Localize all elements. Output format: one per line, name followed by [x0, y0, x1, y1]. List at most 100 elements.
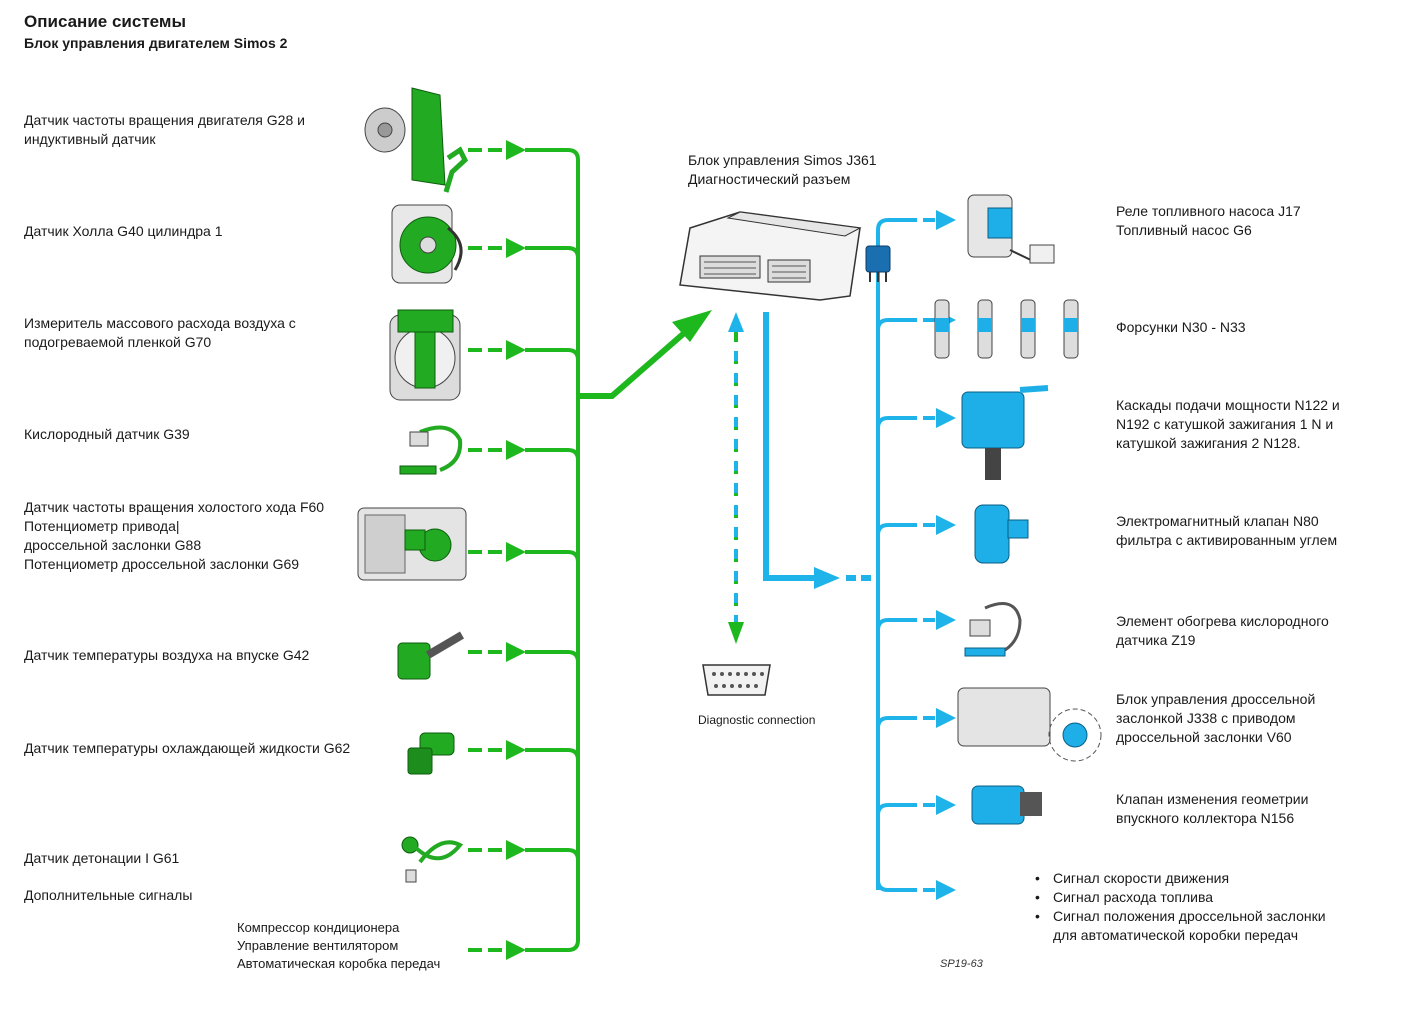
output-bus-line	[876, 218, 905, 890]
label-line: Датчик частоты вращения двигателя G28 и	[24, 112, 305, 128]
knock-sensor-icon	[401, 836, 464, 883]
diagnostic-link	[728, 312, 744, 644]
input-label-oxygen-sensor: Кислородный датчик G39	[24, 425, 190, 444]
figure-code: SP19-63	[940, 958, 983, 970]
label-line: катушкой зажигания 2 N128.	[1116, 435, 1301, 451]
input-to-ecu-line	[578, 325, 692, 399]
engine-speed-sensor-icon	[364, 87, 469, 193]
label-line: N192 с катушкой зажигания 1 N и	[1116, 416, 1334, 432]
ecu-label: Блок управления Simos J361 Диагностическ…	[688, 151, 877, 189]
output-label-carbon-valve: Электромагнитный клапан N80 фильтра с ак…	[1116, 512, 1337, 550]
input-label-coolant-temp: Датчик температуры охлаждающей жидкости …	[24, 739, 350, 758]
input-join-2	[525, 246, 580, 259]
output-join-5	[876, 618, 905, 631]
label-line: Датчик температуры воздуха на впуске G42	[24, 647, 310, 663]
label-line: Датчик частоты вращения холостого хода F…	[24, 499, 325, 515]
output-join-4	[876, 523, 905, 536]
input-label-additional-signals: Дополнительные сигналы	[24, 886, 192, 905]
mass-air-flow-meter-icon	[389, 309, 461, 401]
label-line: Элемент обогрева кислородного	[1116, 613, 1329, 629]
label-line: Компрессор кондиционера	[237, 920, 400, 935]
label-line: Автоматическая коробка передач	[237, 956, 441, 971]
label-line: Клапан изменения геометрии	[1116, 791, 1309, 807]
output-label-fuel-pump: Реле топливного насоса J17 Топливный нас…	[1116, 202, 1301, 240]
label-line: датчика Z19	[1116, 632, 1196, 648]
output-lines	[876, 218, 905, 892]
input-join-3	[525, 348, 580, 361]
oxygen-sensor-icon	[399, 425, 463, 475]
input-join-1	[525, 148, 580, 161]
diagnostic-connection-label: Diagnostic connection	[698, 713, 816, 727]
label-line: Блок управления Simos J361	[688, 152, 877, 168]
ecu-icon	[679, 211, 862, 301]
ignition-coil-icon	[961, 385, 1049, 480]
list-item-text: Сигнал положения дроссельной заслонки	[1053, 908, 1326, 924]
input-join-8	[525, 848, 580, 861]
label-line: Управление вентилятором	[237, 938, 399, 953]
label-line: дроссельной заслонки G88	[24, 537, 202, 553]
label-line: подогреваемой пленкой G70	[24, 334, 212, 350]
output-label-manifold-valve: Клапан изменения геометрии впускного кол…	[1116, 790, 1308, 828]
intake-air-temp-sensor-icon	[397, 631, 465, 680]
input-to-ecu-arrowhead	[672, 310, 712, 342]
label-line: Датчик Холла G40 цилиндра 1	[24, 223, 223, 239]
page-title: Описание системы	[24, 12, 186, 31]
label-line: Каскады подачи мощности N122 и	[1116, 397, 1340, 413]
input-label-intake-air-temp: Датчик температуры воздуха на впуске G42	[24, 646, 309, 665]
label-line: Датчик детонации I G61	[24, 850, 180, 866]
output-join-7	[876, 803, 905, 816]
list-item-text: Сигнал скорости движения	[1053, 870, 1230, 886]
input-label-engine-speed-sensor: Датчик частоты вращения двигателя G28 и …	[24, 111, 305, 149]
input-label-mass-air-flow: Измеритель массового расхода воздуха с п…	[24, 314, 296, 352]
label-line: дроссельной заслонки V60	[1116, 729, 1292, 745]
throttle-body-icon	[357, 507, 467, 581]
label-line: Кислородный датчик G39	[24, 426, 190, 442]
input-label-throttle-sensors: Датчик частоты вращения холостого хода F…	[24, 498, 324, 574]
output-join-2	[876, 318, 905, 331]
ecu-to-output-line	[763, 312, 815, 581]
label-line: Измеритель массового расхода воздуха с	[24, 315, 296, 331]
input-join-5	[525, 550, 580, 563]
list-item: • Сигнал расхода топлива	[1035, 888, 1326, 907]
obd-connector-icon	[702, 664, 771, 696]
list-item-text: Сигнал расхода топлива	[1053, 889, 1214, 905]
label-line: Топливный насос G6	[1116, 222, 1252, 238]
throttle-control-unit-icon	[957, 687, 1102, 762]
output-label-injectors: Форсунки N30 - N33	[1116, 318, 1246, 337]
output-label-o2-heater: Элемент обогрева кислородного датчика Z1…	[1116, 612, 1329, 650]
label-line: индуктивный датчик	[24, 131, 156, 147]
diagnostic-arrow-up	[728, 312, 744, 332]
label-line: фильтра с активированным углем	[1116, 532, 1338, 548]
diagnostic-arrow-down	[728, 622, 744, 644]
oxygen-sensor-heater-icon	[964, 602, 1022, 657]
input-join-9	[525, 939, 580, 952]
bullet: •	[1035, 889, 1040, 905]
list-item-continuation: для автоматической коробки передач	[1035, 926, 1326, 945]
relay-icon	[865, 245, 891, 282]
coolant-temp-sensor-icon	[407, 732, 455, 775]
input-join-7	[525, 748, 580, 761]
bullet: •	[1035, 908, 1040, 924]
input-join-6	[525, 650, 580, 663]
output-join-3	[876, 416, 905, 429]
label-line: Блок управления дроссельной	[1116, 691, 1316, 707]
label-line: Реле топливного насоса J17	[1116, 203, 1301, 219]
output-join-8	[876, 879, 905, 892]
input-label-hall-sensor: Датчик Холла G40 цилиндра 1	[24, 222, 223, 241]
extra-signals-list: • Сигнал скорости движения • Сигнал расход…	[1035, 869, 1326, 945]
ecu-to-output-arrowhead	[814, 567, 840, 589]
input-label-additional-list: Компрессор кондиционера Управление венти…	[237, 919, 440, 973]
list-item-text: для автоматической коробки передач	[1053, 927, 1299, 943]
activated-carbon-valve-icon	[974, 504, 1029, 564]
input-label-knock-sensor: Датчик детонации I G61	[24, 849, 179, 868]
label-line: впускного коллектора N156	[1116, 810, 1295, 826]
input-lines	[525, 148, 580, 952]
intake-manifold-valve-icon	[971, 785, 1042, 825]
output-label-ignition: Каскады подачи мощности N122 и N192 с ка…	[1116, 396, 1340, 453]
label-line: заслонкой J338 с приводом	[1116, 710, 1296, 726]
label-line: Потенциометр дроссельной заслонки G69	[24, 556, 300, 572]
label-line: Датчик температуры охлаждающей жидкости …	[24, 740, 351, 756]
label-line: Потенциометр привода|	[24, 518, 180, 534]
fuel-pump-icon	[967, 194, 1055, 264]
